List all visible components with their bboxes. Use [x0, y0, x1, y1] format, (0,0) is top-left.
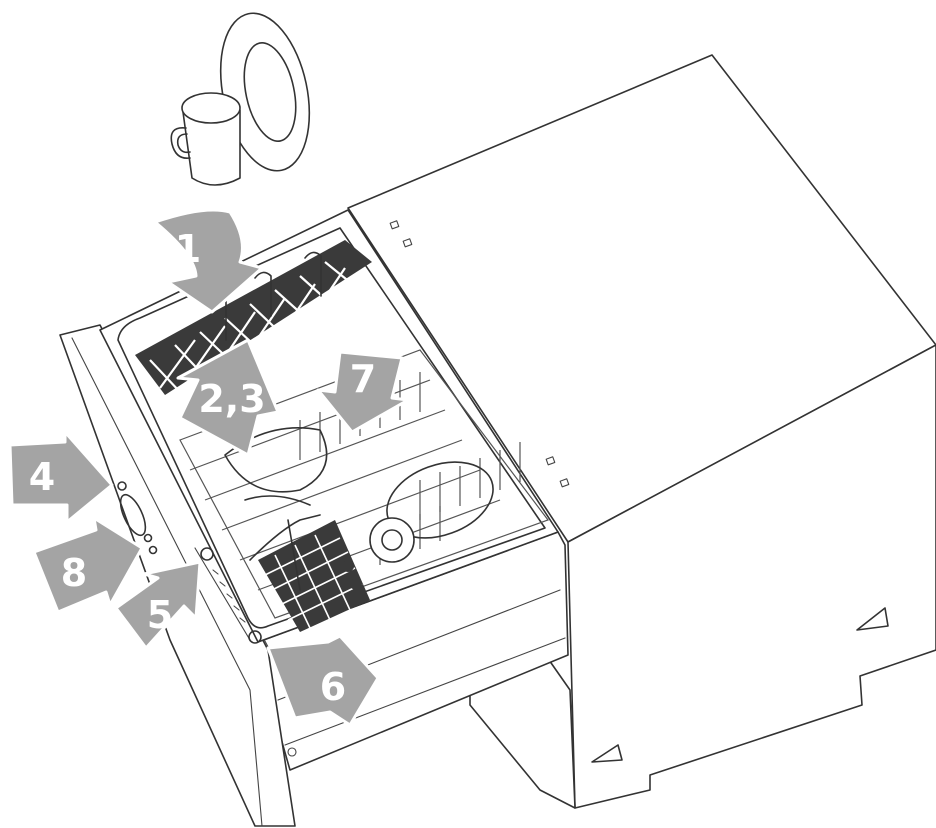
- callout-arrow-2-3: 2,3: [176, 338, 280, 457]
- callout-label-8: 8: [61, 551, 87, 595]
- callout-arrow-7: 7: [316, 350, 410, 434]
- filter-lattice: [135, 240, 372, 395]
- cabinet: [347, 54, 936, 809]
- callout-label-1: 1: [175, 227, 201, 271]
- dish-rack: [179, 349, 549, 619]
- cup-icon: [170, 92, 241, 186]
- handle-recess[interactable]: [116, 491, 151, 538]
- cup-and-plate-icon: [170, 12, 311, 186]
- callout-arrow-5: 5: [114, 560, 202, 650]
- control-knob[interactable]: [248, 630, 262, 644]
- callout-label-2-3: 2,3: [198, 377, 265, 421]
- callout-label-4: 4: [29, 455, 55, 499]
- callout-label-6: 6: [320, 665, 346, 709]
- indicator-light: [143, 533, 153, 543]
- indicator-light: [148, 545, 158, 555]
- cabinet-side: [567, 344, 936, 809]
- callout-arrow-1: 1: [153, 208, 264, 314]
- cabinet-top: [347, 54, 936, 543]
- callout-arrow-6: 6: [266, 634, 380, 727]
- callout-label-7: 7: [350, 357, 376, 401]
- callout-label-5: 5: [147, 593, 173, 637]
- spray-arm-hub: [369, 517, 415, 563]
- cutlery-basket: [249, 514, 370, 632]
- plate-icon: [219, 12, 311, 172]
- control-knob[interactable]: [200, 547, 214, 561]
- callout-arrow-4: 4: [8, 430, 114, 524]
- program-button[interactable]: [117, 481, 127, 491]
- callout-arrow-8: 8: [32, 516, 144, 614]
